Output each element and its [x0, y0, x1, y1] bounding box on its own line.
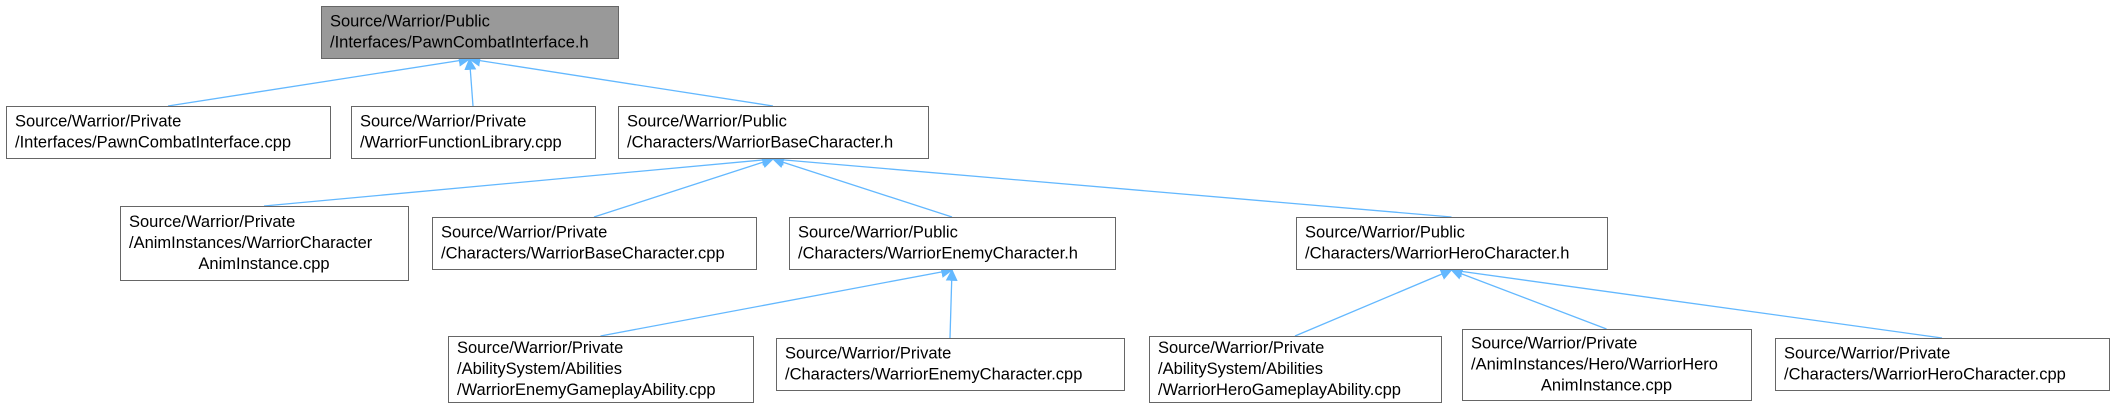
node-label-line: Source/Warrior/Public: [1305, 224, 1465, 242]
edge-warrior_function_library_cpp-to-pawn_combat_interface_h: [464, 57, 477, 107]
node-label-line: AnimInstance.cpp: [1541, 377, 1672, 395]
edge-warrior_enemy_gameplay_ability_cpp-to-warrior_enemy_character_h: [600, 266, 954, 337]
node-box: [1296, 217, 1608, 270]
node-box: [1775, 338, 2110, 391]
node-box: [789, 217, 1116, 270]
node-label-line: /Characters/WarriorEnemyCharacter.h: [798, 245, 1078, 263]
node-warrior-character-anim-instance-cpp[interactable]: Source/Warrior/Private/AnimInstances/War…: [120, 206, 409, 281]
node-label-line: Source/Warrior/Private: [457, 339, 623, 357]
edge-warrior_enemy_character_h-to-warrior_base_character_h: [771, 156, 953, 218]
node-label-line: Source/Warrior/Private: [15, 113, 181, 131]
nodes-layer: Source/Warrior/Public/Interfaces/PawnCom…: [6, 6, 2110, 403]
node-box: [1462, 329, 1752, 401]
edge-warrior_base_character_cpp-to-warrior_base_character_h: [593, 156, 775, 218]
node-label-line: Source/Warrior/Public: [798, 224, 958, 242]
node-label-line: Source/Warrior/Public: [330, 13, 490, 31]
node-box: [321, 6, 619, 59]
node-label-line: Source/Warrior/Private: [785, 345, 951, 363]
node-label-line: /AbilitySystem/Abilities: [1158, 360, 1323, 378]
node-warrior-enemy-character-h[interactable]: Source/Warrior/Public/Characters/Warrior…: [789, 217, 1116, 270]
node-pawn-combat-interface-cpp[interactable]: Source/Warrior/Private/Interfaces/PawnCo…: [6, 106, 331, 159]
node-label-line: AnimInstance.cpp: [198, 255, 329, 273]
node-label-line: Source/Warrior/Private: [441, 224, 607, 242]
edge-warrior_hero_character_cpp-to-warrior_hero_character_h: [1450, 265, 1943, 339]
node-box: [618, 106, 929, 159]
edge-warrior_hero_character_h-to-warrior_base_character_h: [771, 153, 1452, 218]
edges-layer: [167, 54, 1943, 339]
edge-warrior_hero_anim_instance_cpp-to-warrior_hero_character_h: [1450, 268, 1607, 330]
node-label-line: Source/Warrior/Private: [1784, 345, 1950, 363]
node-label-line: /Interfaces/PawnCombatInterface.h: [330, 34, 589, 52]
node-warrior-base-character-h[interactable]: Source/Warrior/Public/Characters/Warrior…: [618, 106, 929, 159]
node-box: [776, 338, 1125, 391]
node-label-line: Source/Warrior/Private: [360, 113, 526, 131]
node-label-line: Source/Warrior/Private: [129, 213, 295, 231]
node-label-line: /AbilitySystem/Abilities: [457, 360, 622, 378]
edge-warrior_enemy_character_cpp-to-warrior_enemy_character_h: [945, 268, 958, 339]
node-label-line: /AnimInstances/WarriorCharacter: [129, 234, 373, 252]
node-label-line: /Interfaces/PawnCombatInterface.cpp: [15, 134, 291, 152]
node-warrior-hero-character-cpp[interactable]: Source/Warrior/Private/Characters/Warrio…: [1775, 338, 2110, 391]
node-warrior-hero-character-h[interactable]: Source/Warrior/Public/Characters/Warrior…: [1296, 217, 1608, 270]
node-box: [6, 106, 331, 159]
node-warrior-base-character-cpp[interactable]: Source/Warrior/Private/Characters/Warrio…: [432, 217, 757, 270]
node-warrior-enemy-gameplay-ability-cpp[interactable]: Source/Warrior/Private/AbilitySystem/Abi…: [448, 336, 754, 403]
node-box: [120, 206, 409, 281]
node-pawn-combat-interface-h: Source/Warrior/Public/Interfaces/PawnCom…: [321, 6, 619, 59]
edge-pawn_combat_interface_cpp-to-pawn_combat_interface_h: [167, 54, 471, 107]
edge-warrior_base_character_h-to-pawn_combat_interface_h: [468, 54, 774, 107]
node-label-line: Source/Warrior/Private: [1471, 335, 1637, 353]
node-box: [1149, 336, 1442, 403]
node-label-line: Source/Warrior/Private: [1158, 339, 1324, 357]
node-label-line: /Characters/WarriorBaseCharacter.cpp: [441, 245, 725, 263]
node-label-line: /WarriorEnemyGameplayAbility.cpp: [457, 381, 716, 399]
node-label-line: /Characters/WarriorEnemyCharacter.cpp: [785, 366, 1082, 384]
node-label-line: /Characters/WarriorHeroCharacter.cpp: [1784, 366, 2066, 384]
node-warrior-enemy-character-cpp[interactable]: Source/Warrior/Private/Characters/Warrio…: [776, 338, 1125, 391]
node-label-line: /Characters/WarriorHeroCharacter.h: [1305, 245, 1569, 263]
node-label-line: /AnimInstances/Hero/WarriorHero: [1471, 356, 1718, 374]
edge-warrior_hero_gameplay_ability_cpp-to-warrior_hero_character_h: [1294, 268, 1453, 337]
node-box: [432, 217, 757, 270]
node-label-line: /Characters/WarriorBaseCharacter.h: [627, 134, 893, 152]
node-warrior-hero-anim-instance-cpp[interactable]: Source/Warrior/Private/AnimInstances/Her…: [1462, 329, 1752, 401]
node-warrior-function-library-cpp[interactable]: Source/Warrior/Private/WarriorFunctionLi…: [351, 106, 596, 159]
node-label-line: /WarriorHeroGameplayAbility.cpp: [1158, 381, 1401, 399]
node-label-line: Source/Warrior/Public: [627, 113, 787, 131]
edge-warrior_character_anim_instance_cpp-to-warrior_base_character_h: [263, 154, 775, 207]
node-box: [448, 336, 754, 403]
node-label-line: /WarriorFunctionLibrary.cpp: [360, 134, 562, 152]
node-warrior-hero-gameplay-ability-cpp[interactable]: Source/Warrior/Private/AbilitySystem/Abi…: [1149, 336, 1442, 403]
node-box: [351, 106, 596, 159]
